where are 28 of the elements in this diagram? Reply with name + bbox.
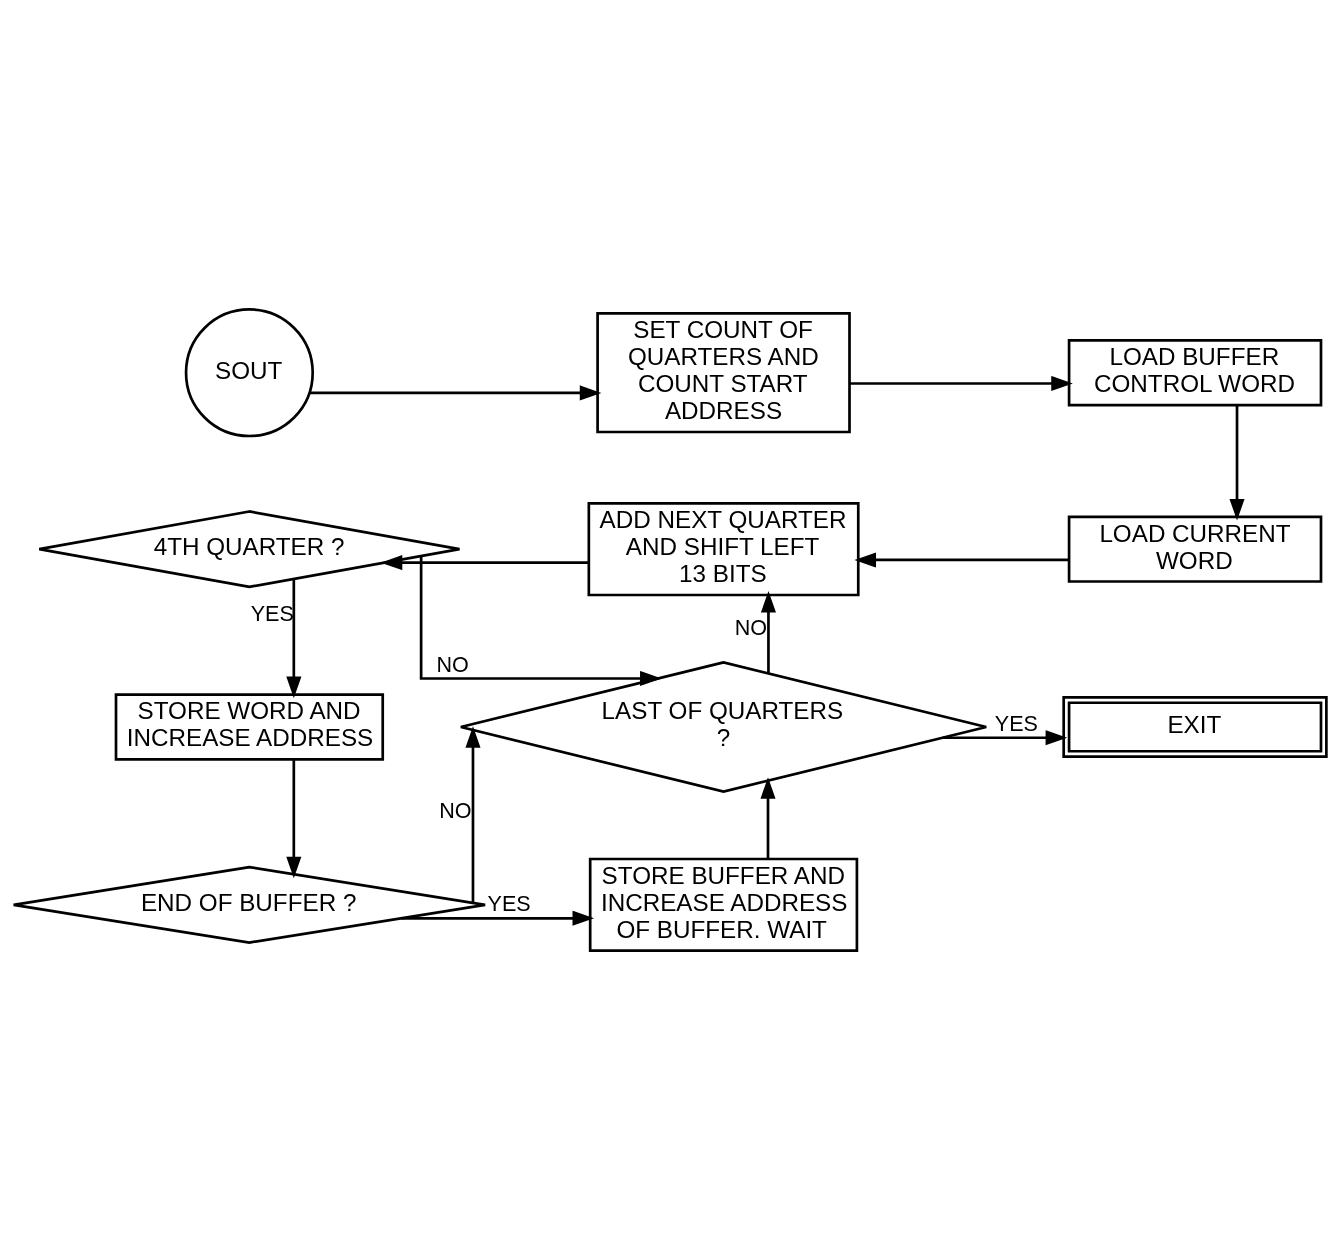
arrow (942, 729, 1068, 745)
node-box: LOAD CURRENT WORD (1067, 515, 1323, 583)
node-diamond: 4TH QUARTER ? (37, 509, 461, 588)
edge-label: YES (487, 890, 531, 916)
node-diamond: END OF BUFFER ? (12, 865, 487, 944)
node-box: LOAD BUFFER CONTROL WORD (1067, 338, 1323, 406)
node-box: STORE BUFFER AND INCREASE ADDRESS OF BUFFER. WAIT (588, 857, 859, 952)
arrow (849, 375, 1073, 391)
node-box: ADD NEXT QUARTER AND SHIFT LEFT 13 BITS (587, 501, 860, 596)
arrow (760, 776, 776, 859)
arrow (286, 578, 302, 698)
arrow (1229, 404, 1245, 520)
arrow (760, 590, 776, 673)
arrow (380, 554, 589, 570)
node-box: SET COUNT OF QUARTERS AND COUNT START ADDRESS (596, 311, 851, 433)
arrow (465, 725, 481, 903)
arrow (286, 759, 302, 878)
node-box: EXIT (1062, 695, 1328, 758)
arrow (401, 910, 595, 926)
edge-label: YES (994, 710, 1038, 736)
node-circle: SOUT (184, 307, 315, 437)
arrow (309, 384, 602, 400)
edge-label: YES (250, 600, 294, 626)
edge-label: NO (439, 797, 472, 823)
node-box: STORE WORD AND INCREASE ADDRESS (114, 692, 385, 761)
arrow (854, 551, 1069, 567)
edge-label: NO (734, 614, 768, 640)
arrow (419, 555, 662, 686)
